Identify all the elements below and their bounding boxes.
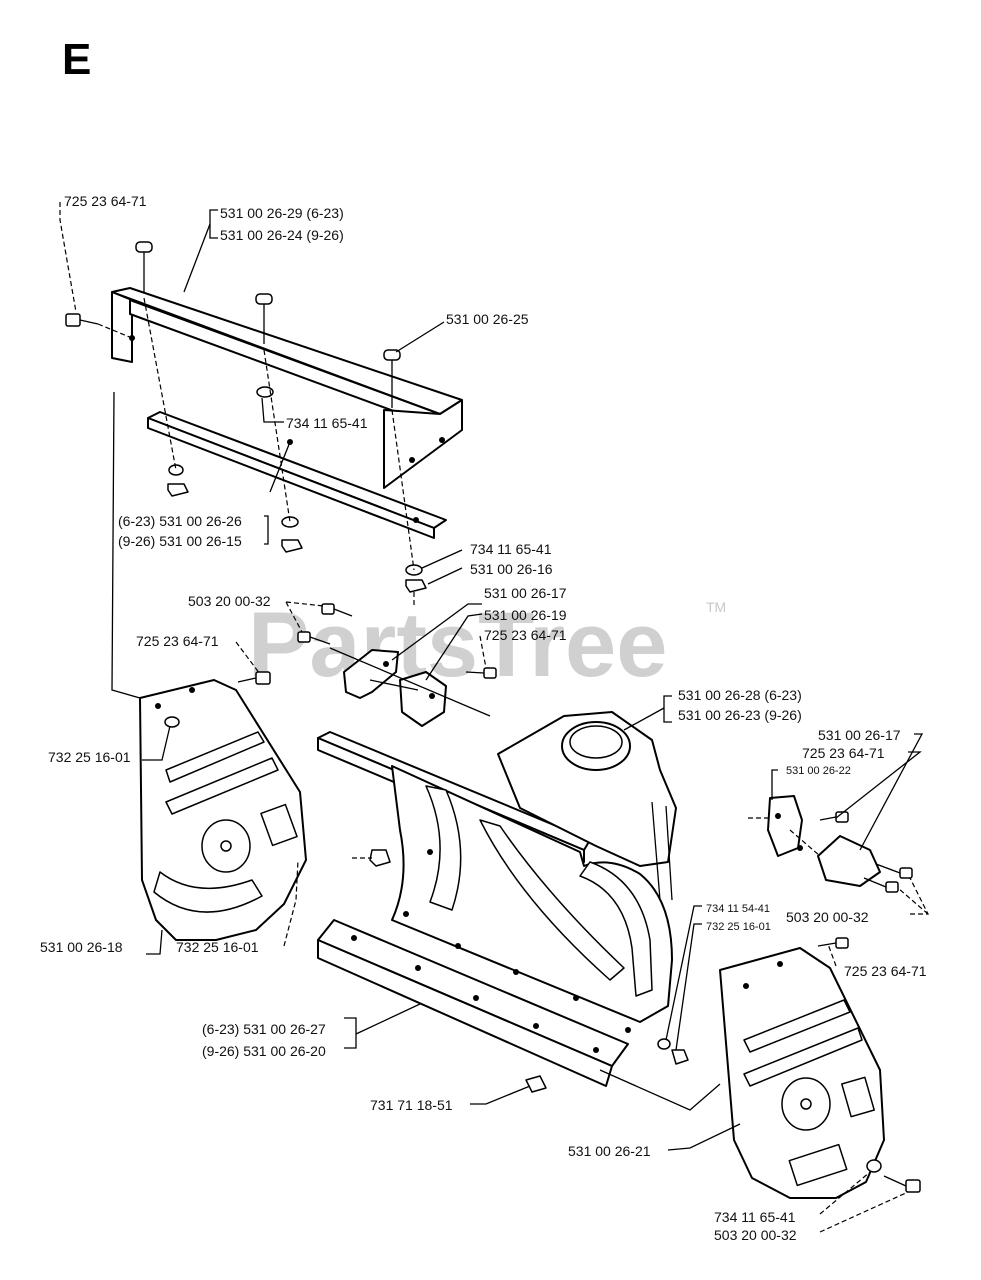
hex-bolt-icon [875,863,913,879]
support-bracket-flange [129,299,441,429]
part-label: 531 00 26-29 (6-23) [220,205,344,221]
nut-icon [167,483,189,497]
watermark: PartsTree [248,594,667,696]
mounting-plate-edge [147,417,435,539]
part-label: 503 20 00-32 [188,593,271,609]
part-label: 531 00 26-17 [818,727,901,743]
washer-icon [256,386,274,398]
scraper-bar [317,919,689,1093]
part-label: 731 71 18-51 [370,1097,453,1113]
nut-icon [671,1049,689,1065]
carriage-bolt-icon [255,293,273,344]
hex-bolt-icon [297,631,331,645]
part-label: 503 20 00-32 [714,1227,797,1243]
right-hinge-assembly [748,795,913,893]
nut-icon [525,1075,547,1093]
part-label: 734 11 54-41 [706,903,770,915]
left-side-plate [139,679,307,941]
part-label: (6-23) 531 00 26-26 [118,513,242,529]
part-label: 531 00 26-16 [470,561,553,577]
watermark-tm: TM [706,599,726,615]
part-label: 732 25 16-01 [706,921,771,933]
right-side-plate [719,937,921,1199]
part-label: 732 25 16-01 [48,749,131,765]
part-label: 531 00 26-17 [484,585,567,601]
hex-bolt-icon [863,877,899,893]
hex-bolt-icon [321,603,353,617]
part-label: 531 00 26-22 [786,765,851,777]
nut-icon [369,849,391,867]
hex-bolt-icon [817,937,849,949]
hex-bolt-icon [883,1175,921,1193]
part-label: 725 23 64-71 [64,193,147,209]
part-label: 531 00 26-19 [484,607,567,623]
hex-bolt-icon [65,313,99,327]
leader-lines [59,202,929,1233]
hex-bolt-icon [465,667,497,679]
section-letter: E [62,35,91,84]
part-label: 725 23 64-71 [844,963,927,979]
part-label: (6-23) 531 00 26-27 [202,1021,326,1037]
part-label: 725 23 64-71 [802,745,885,761]
carriage-bolt-icon [135,241,153,292]
hinge-bracket-assembly [237,603,497,727]
part-labels: 725 23 64-71 531 00 26-29 (6-23) 531 00 … [40,193,927,1243]
washer-icon [866,1159,882,1173]
support-bracket-right-end [383,399,463,489]
part-label: 725 23 64-71 [484,627,567,643]
part-label: 531 00 26-25 [446,311,529,327]
washer-icon [281,516,299,528]
auger-housing [317,711,677,1033]
washer-icon [164,716,180,728]
hinge-bracket-right [399,671,447,727]
part-label: (9-26) 531 00 26-20 [202,1043,326,1059]
part-label: 531 00 26-18 [40,939,123,955]
washer-icon [657,1038,671,1050]
nut-icon [405,579,427,593]
part-label: (9-26) 531 00 26-15 [118,533,242,549]
hex-bolt-icon [819,811,849,823]
hex-bolt-icon [237,671,271,685]
nut-icon [281,539,303,553]
part-label: 531 00 26-23 (9-26) [678,707,802,723]
top-support-assembly [65,241,463,606]
part-label: 531 00 26-21 [568,1143,651,1159]
part-label: 734 11 65-41 [470,541,552,557]
part-label: 531 00 26-24 (9-26) [220,227,344,243]
support-bracket-left-end [111,291,133,363]
part-label: 732 25 16-01 [176,939,259,955]
washer-icon [168,464,184,476]
carriage-bolt-icon [383,349,401,408]
part-label: 734 11 65-41 [286,415,368,431]
part-label: 734 11 65-41 [714,1209,796,1225]
part-label: 531 00 26-28 (6-23) [678,687,802,703]
part-label: 725 23 64-71 [136,633,219,649]
support-bracket-top-face [111,287,463,415]
part-label: 503 20 00-32 [786,909,869,925]
